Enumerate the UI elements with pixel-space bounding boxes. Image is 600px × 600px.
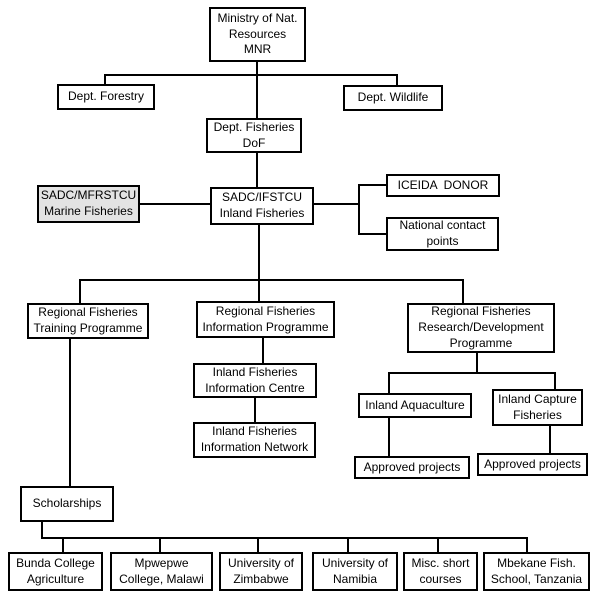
connector-line (262, 338, 264, 365)
node-information-programme: Regional Fisheries Information Programme (196, 301, 335, 338)
node-inland-aquaculture: Inland Aquaculture (358, 393, 472, 418)
connector-line (69, 339, 71, 488)
node-mbekane-school: Mbekane Fish. School, Tanzania (483, 552, 590, 591)
connector-line (526, 537, 528, 554)
node-bunda-college: Bunda College Agriculture (8, 552, 103, 591)
node-research-programme: Regional Fisheries Research/Development … (407, 303, 555, 353)
connector-line (41, 522, 43, 539)
node-scholarships: Scholarships (20, 486, 114, 522)
node-university-zimbabwe: University of Zimbabwe (219, 552, 303, 591)
connector-line (159, 537, 161, 554)
connector-line (79, 279, 464, 281)
node-information-network: Inland Fisheries Information Network (193, 422, 316, 458)
node-marine-fisheries: SADC/MFRSTCU Marine Fisheries (37, 185, 140, 223)
node-national-contact: National contact points (386, 217, 499, 251)
connector-line (140, 203, 210, 205)
connector-line (104, 74, 398, 76)
connector-line (41, 537, 528, 539)
connector-line (256, 62, 258, 76)
node-dept-wildlife: Dept. Wildlife (343, 85, 443, 111)
connector-line (257, 537, 259, 554)
connector-line (388, 372, 556, 374)
connector-line (256, 74, 258, 120)
node-iceida-donor: ICEIDA DONOR (386, 174, 500, 197)
connector-line (554, 372, 556, 391)
connector-line (388, 418, 390, 458)
node-approved-projects-capture: Approved projects (477, 453, 588, 476)
node-ministry: Ministry of Nat. Resources MNR (209, 7, 306, 62)
connector-line (358, 233, 386, 235)
node-approved-projects-aquaculture: Approved projects (354, 456, 470, 479)
connector-line (256, 153, 258, 189)
node-university-namibia: University of Namibia (312, 552, 398, 591)
node-misc-short-courses: Misc. short courses (403, 552, 478, 591)
connector-line (388, 372, 390, 395)
connector-line (62, 537, 64, 554)
connector-line (476, 353, 478, 374)
connector-line (462, 279, 464, 305)
connector-line (358, 184, 386, 186)
connector-line (258, 279, 260, 303)
connector-line (396, 74, 398, 87)
connector-line (104, 74, 106, 86)
node-training-programme: Regional Fisheries Training Programme (27, 303, 149, 339)
node-dept-forestry: Dept. Forestry (57, 84, 155, 110)
node-information-centre: Inland Fisheries Information Centre (193, 363, 317, 398)
node-dept-fisheries: Dept. Fisheries DoF (206, 118, 302, 153)
connector-line (437, 537, 439, 554)
connector-line (79, 279, 81, 305)
connector-line (549, 426, 551, 455)
node-inland-capture: Inland Capture Fisheries (492, 389, 583, 426)
node-inland-fisheries: SADC/IFSTCU Inland Fisheries (210, 187, 314, 225)
node-mpwepwe-college: Mpwepwe College, Malawi (110, 552, 213, 591)
connector-line (314, 203, 360, 205)
connector-line (358, 184, 360, 235)
connector-line (258, 225, 260, 281)
connector-line (254, 398, 256, 424)
connector-line (347, 537, 349, 554)
